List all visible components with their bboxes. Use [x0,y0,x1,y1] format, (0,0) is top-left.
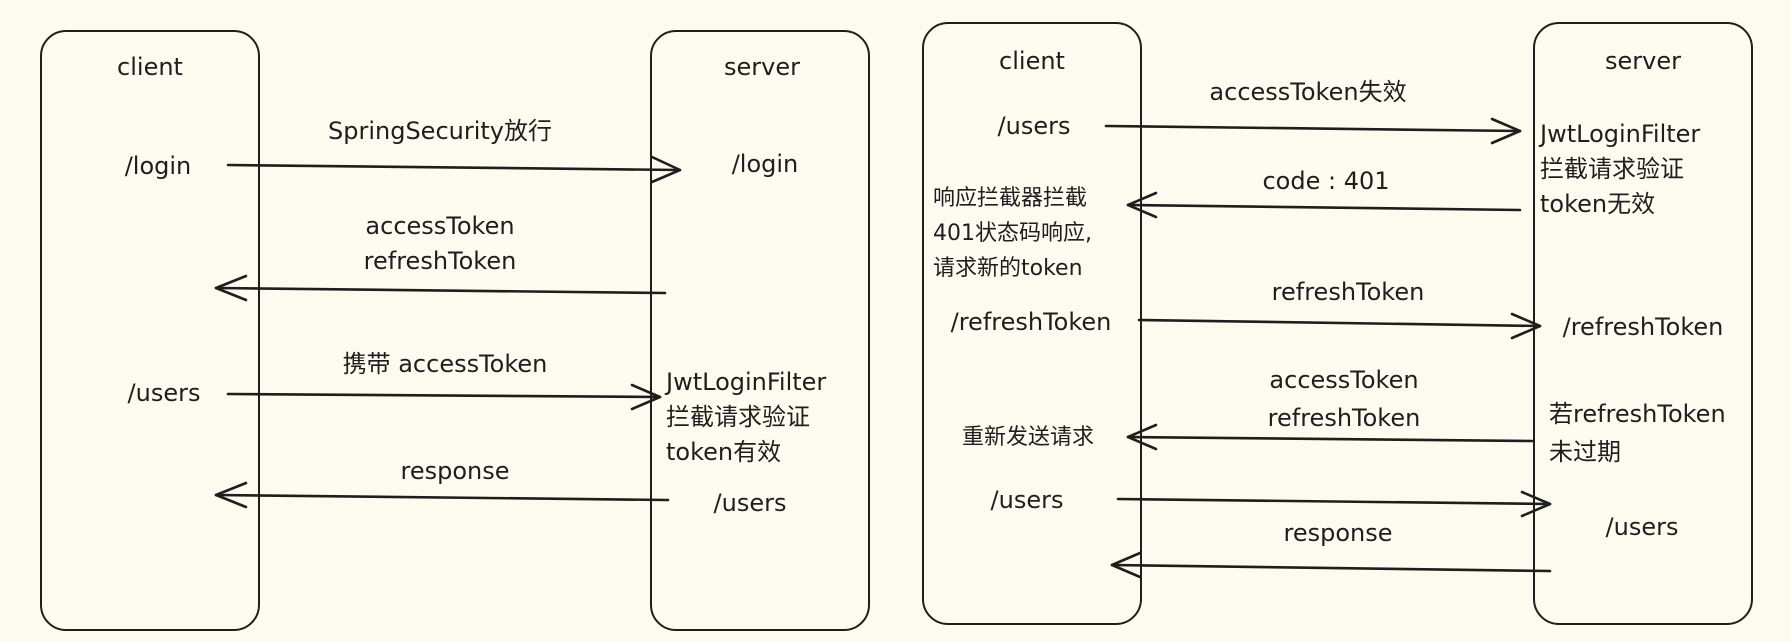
right-label-refreshtoken: refreshToken [1271,278,1425,306]
arrow-users-request [226,383,662,411]
right-client-users-endpoint-2: /users [990,486,1064,514]
right-client-interceptor-note: 响应拦截器拦截 401状态码响应, 请求新的token [933,186,1092,281]
arrow-users-request-expired [1104,117,1522,145]
right-server-refresh-check-note: 若refreshToken 未过期 [1549,400,1726,466]
left-client-box [40,30,260,631]
left-server-filter-note: JwtLoginFilter 拦截请求验证 token有效 [666,368,827,466]
right-label-tokens: accessToken refreshToken [1267,366,1421,432]
arrow-new-tokens-return [1126,423,1534,451]
left-label-carry-accesstoken: 携带 accessToken [342,350,548,378]
left-client-users-endpoint: /users [127,379,201,407]
right-label-code-401: code : 401 [1262,167,1390,195]
left-label-springsecurity: SpringSecurity放行 [327,117,553,145]
left-label-tokens: accessToken refreshToken [363,212,517,275]
right-client-users-endpoint: /users [997,112,1071,140]
right-server-filter-note: JwtLoginFilter 拦截请求验证 token无效 [1540,120,1701,218]
right-server-title: server [1605,47,1681,75]
arrow-code-401-return [1126,191,1522,219]
right-label-accesstoken-expired: accessToken失效 [1209,78,1407,106]
left-client-login-endpoint: /login [124,152,192,180]
arrow-login-request [226,155,682,184]
left-server-box [650,30,870,631]
right-client-title: client [999,47,1065,75]
right-client-resend-note: 重新发送请求 [961,425,1095,450]
arrow-response-return-2 [1110,551,1552,579]
arrow-response-return [214,481,670,509]
left-label-response: response [400,457,510,485]
arrow-tokens-return [214,274,667,302]
right-client-box [922,22,1142,625]
left-server-title: server [724,53,800,81]
arrow-users-resend [1116,490,1552,518]
right-client-refresh-endpoint: /refreshToken [950,308,1112,336]
left-client-title: client [117,53,183,81]
right-label-response: response [1283,519,1393,547]
right-server-refresh-endpoint: /refreshToken [1562,313,1724,341]
right-server-users-endpoint: /users [1605,513,1679,541]
left-server-users-endpoint: /users [713,489,787,517]
left-server-login-endpoint: /login [731,150,799,178]
arrow-refresh-request [1137,312,1542,340]
